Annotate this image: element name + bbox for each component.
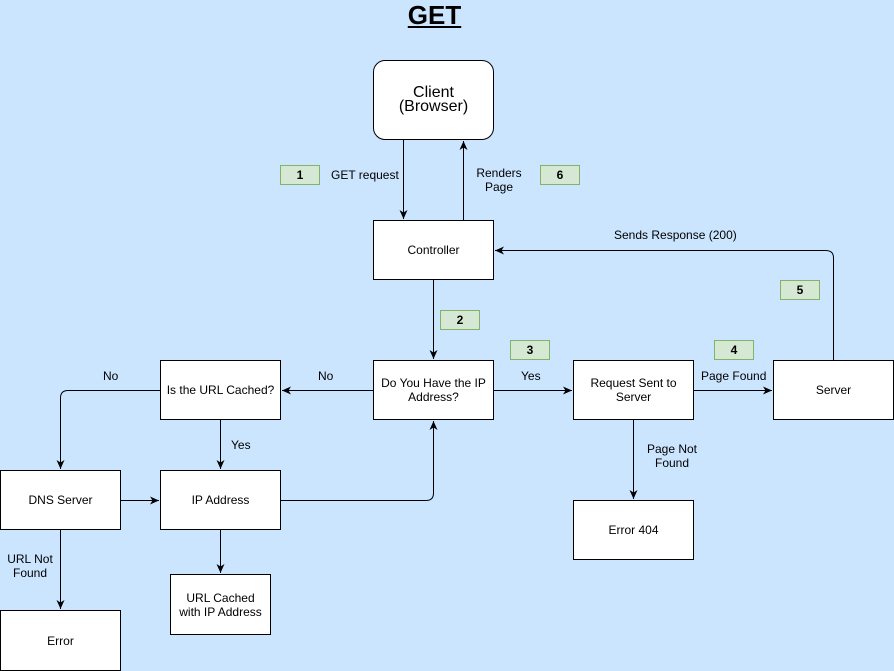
node-ip-address: IP Address — [160, 470, 281, 530]
label-no-cache: No — [103, 369, 119, 383]
node-url-cached-with-ip: URL Cached with IP Address — [170, 574, 271, 635]
label-renders-page-line1: Renders — [476, 166, 522, 180]
label-yes-cache: Yes — [231, 438, 251, 452]
node-request-sent: Request Sent to Server — [573, 360, 694, 420]
step-badge-6: 6 — [540, 165, 580, 185]
step-badge-1: 1 — [280, 165, 320, 185]
label-url-not-found-line2: Found — [12, 566, 48, 580]
label-yes-ip: Yes — [521, 369, 541, 383]
node-error-404: Error 404 — [573, 500, 694, 560]
page-title: GET — [407, 0, 462, 30]
label-page-found: Page Found — [701, 369, 767, 383]
step-badge-2: 2 — [440, 310, 480, 330]
edge-url-cached-to-dns — [56, 390, 160, 469]
label-get-request: GET request — [331, 168, 399, 182]
step-badge-4: 4 — [714, 340, 754, 360]
node-controller: Controller — [373, 220, 494, 280]
node-url-cached-question: Is the URL Cached? — [160, 360, 281, 420]
edge-server-to-controller — [495, 246, 834, 360]
node-ip-address-question: Do You Have the IP Address? — [373, 360, 494, 420]
label-no-ip: No — [318, 369, 334, 383]
node-server: Server — [773, 360, 894, 420]
node-client-browser: Client (Browser) — [373, 60, 494, 140]
node-dns-server: DNS Server — [0, 470, 121, 530]
step-badge-3: 3 — [510, 340, 550, 360]
label-page-not-found-line2: Found — [654, 456, 690, 470]
label-renders-page-line2: Page — [484, 180, 514, 194]
step-badge-5: 5 — [780, 280, 820, 300]
node-error: Error — [0, 610, 121, 671]
label-page-not-found-line1: Page Not — [646, 442, 698, 456]
label-sends-response: Sends Response (200) — [614, 228, 737, 242]
edge-ip-address-to-ip-question — [280, 421, 438, 501]
label-url-not-found-line1: URL Not — [7, 552, 53, 566]
